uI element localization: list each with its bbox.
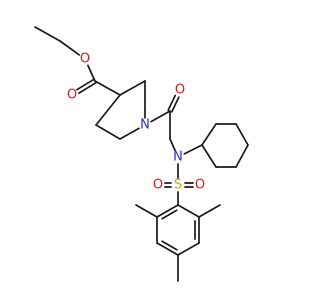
- bond-cyclohexyl-c3-to-cyclohexyl-c4: [235, 123, 249, 146]
- bond-ester-carbonyl-carbon-to-piperidine-c4: [94, 80, 121, 96]
- ester-carbonyl-oxygen-label: O: [67, 88, 77, 103]
- bond-ester-oxygen-to-ester-carbonyl-carbon: [87, 64, 96, 82]
- bond-sulfonamide-nitrogen-to-cyclohexyl-c1: [183, 144, 203, 155]
- bond-aryl-c1-to-aryl-c2-inner: [161, 209, 178, 220]
- bond-ester-carbonyl-carbon-to-ester-carbonyl-oxygen: [76, 78, 95, 91]
- bond-aryl-c3-to-aryl-c4: [156, 242, 179, 256]
- amide-carbonyl-oxygen-label: O: [175, 83, 185, 98]
- bond-ester-carbonyl-carbon-to-ester-carbonyl-oxygen-second: [78, 81, 97, 94]
- bond-piperidine-nitrogen-to-amide-carbonyl-carbon: [150, 110, 171, 123]
- bond-layer: [34, 26, 249, 282]
- sulfonamide-nitrogen-label: N: [173, 150, 183, 165]
- sulfonyl-oxygen-right-label: O: [195, 178, 205, 193]
- bond-piperidine-c4-to-piperidine-c3: [119, 80, 146, 96]
- bond-aryl-c4-to-aryl-c5: [177, 242, 200, 256]
- bond-aryl-c3-to-aryl-c4-inner: [161, 240, 178, 251]
- bond-amide-carbonyl-carbon-to-amide-carbonyl-oxygen-second: [167, 94, 177, 111]
- bond-cyclohexyl-c1-to-cyclohexyl-c2: [201, 123, 217, 146]
- bond-aryl-c1-to-aryl-c2: [156, 204, 179, 218]
- bond-aryl-c2-to-methyl-left: [135, 204, 158, 218]
- bond-ethyl-ch3-to-ethyl-ch2: [34, 26, 61, 42]
- bond-aryl-c6-to-methyl-right: [198, 204, 221, 218]
- bond-cyclohexyl-c4-to-cyclohexyl-c5: [235, 144, 249, 168]
- sulfur-label: S: [174, 178, 182, 193]
- sulfonyl-oxygen-left-label: O: [153, 178, 163, 193]
- bond-piperidine-c6-to-piperidine-c5: [95, 124, 121, 140]
- bond-cyclohexyl-c6-to-cyclohexyl-c1: [201, 144, 217, 168]
- bond-amide-carbonyl-carbon-to-amide-carbonyl-oxygen: [170, 96, 180, 113]
- bond-piperidine-nitrogen-to-piperidine-c6: [119, 127, 140, 140]
- ester-oxygen-label: O: [80, 52, 90, 67]
- bond-piperidine-c5-to-piperidine-c4: [95, 94, 121, 126]
- bond-aryl-c6-to-aryl-c1: [177, 204, 200, 218]
- bond-ethyl-ch2-to-ester-oxygen: [59, 40, 81, 56]
- piperidine-nitrogen-label: N: [140, 118, 150, 133]
- bond-methylene-carbon-to-sulfonamide-nitrogen: [169, 138, 177, 152]
